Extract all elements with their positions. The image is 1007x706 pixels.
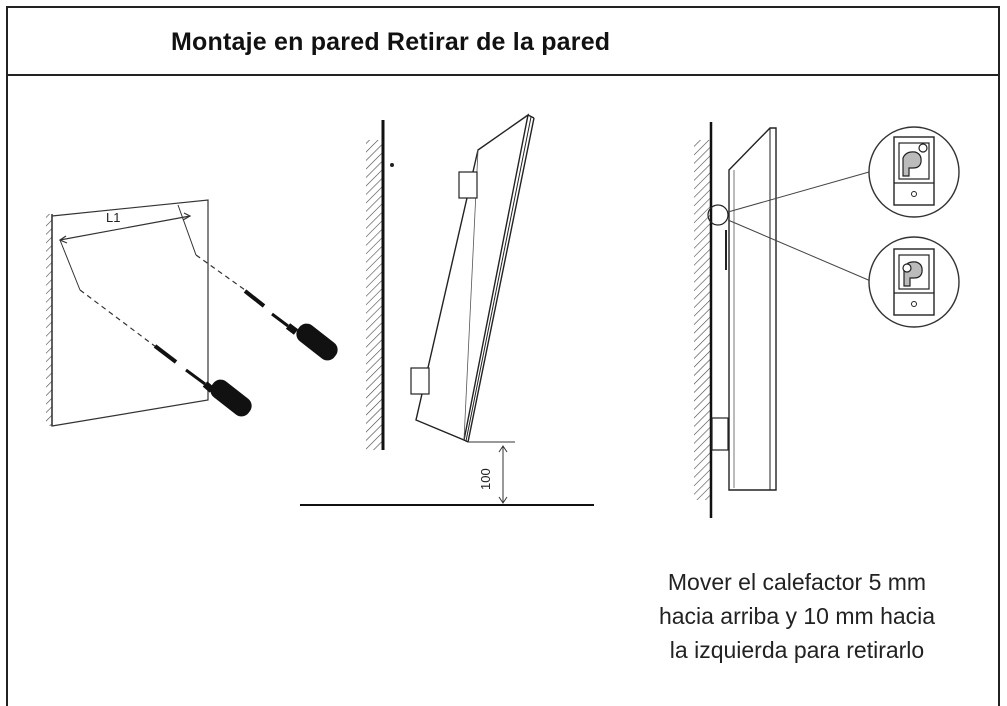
detail-marker	[707, 204, 729, 226]
screwdriver-icon	[296, 323, 338, 361]
heater-body-removal	[728, 127, 777, 491]
hook-icon	[902, 151, 922, 177]
caption-line-2: hacia arriba y 10 mm hacia	[658, 603, 936, 629]
removal-instructions: Mover el calefactor 5 mm hacia arriba y …	[612, 565, 982, 667]
wall-mount-step: L1	[46, 199, 338, 427]
screw-icon	[243, 289, 266, 308]
screwdriver-icon	[210, 379, 252, 417]
wall-hatch-1	[46, 214, 52, 426]
caption-line-1: Mover el calefactor 5 mm	[667, 569, 927, 595]
bracket-lower	[711, 417, 729, 451]
caption-line-3: la izquierda para retirarlo	[669, 637, 925, 663]
bracket-top	[458, 171, 478, 199]
title-bar: Montaje en pared Retirar de la pared	[6, 6, 1000, 76]
l1-label: L1	[106, 210, 120, 225]
wall-hatch-2	[366, 140, 382, 450]
screw-icon	[153, 344, 178, 364]
removal-step	[694, 122, 960, 518]
page-title: Montaje en pared Retirar de la pared	[171, 28, 611, 56]
bracket-bottom	[410, 367, 430, 395]
wall-hatch-3	[694, 140, 710, 500]
diagram-frame	[6, 6, 1000, 706]
wall-panel-outline	[51, 199, 209, 427]
hanging-step: 100	[300, 113, 594, 506]
clearance-label: 100	[478, 468, 493, 490]
